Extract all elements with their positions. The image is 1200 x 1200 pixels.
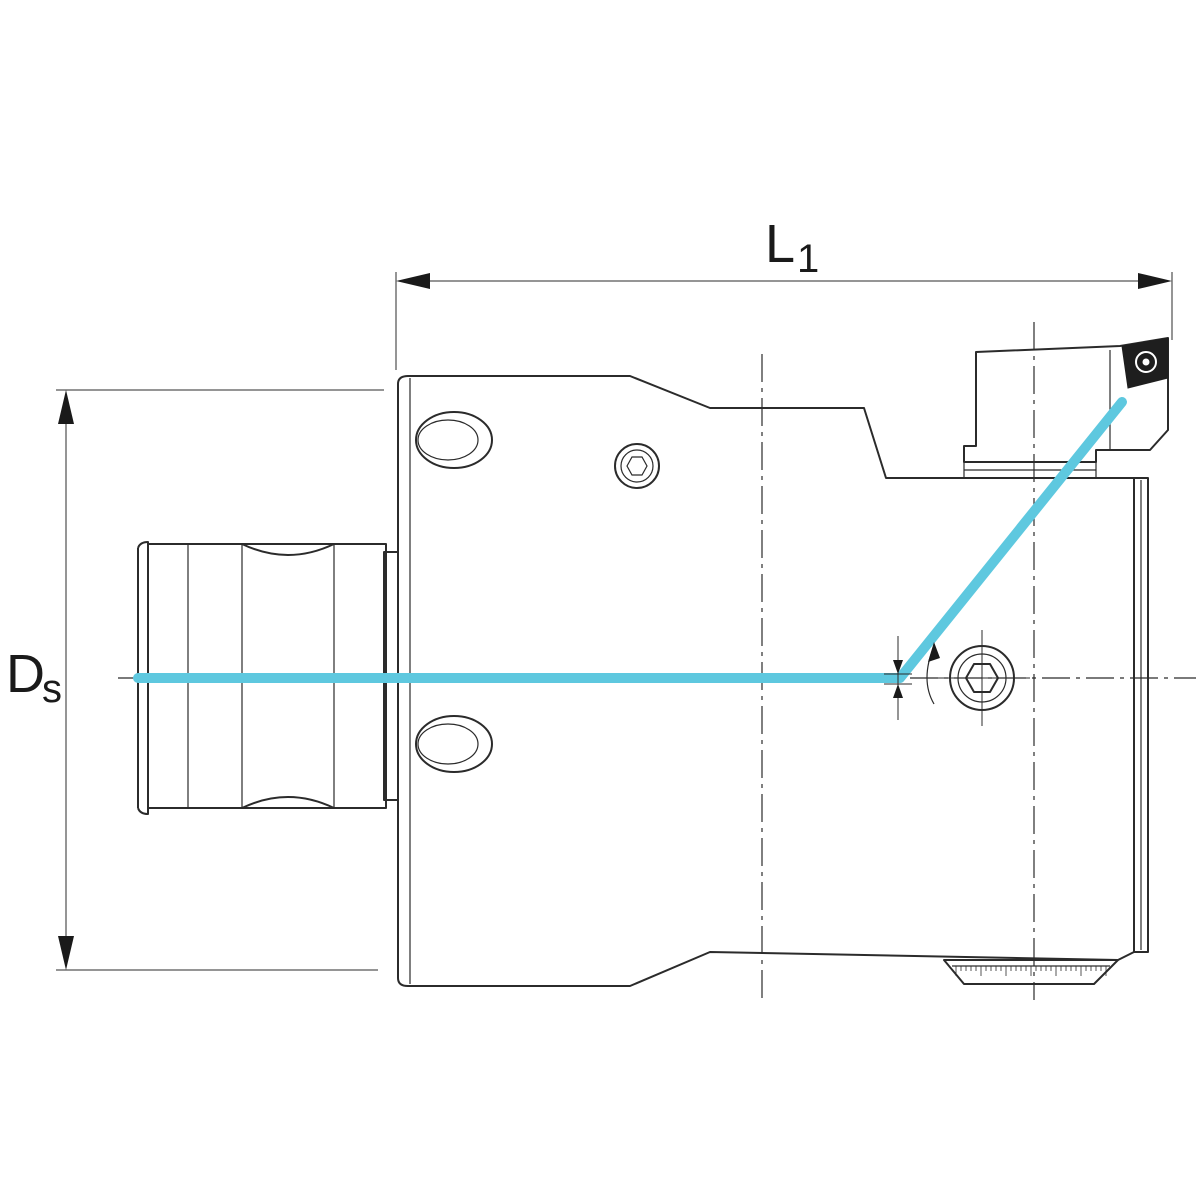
- arrow-down-icon: [58, 936, 74, 970]
- length-label: L: [765, 214, 795, 274]
- center-lines: [118, 322, 1196, 1000]
- offset-dimension: [884, 636, 940, 720]
- diameter-label: D: [6, 644, 45, 704]
- diameter-dimension: D s: [6, 389, 384, 971]
- diameter-label-sub: s: [42, 667, 62, 711]
- length-dimension: L 1: [395, 214, 1173, 370]
- angle-arrow-icon: [928, 642, 940, 662]
- indexable-insert-icon: [1121, 337, 1169, 389]
- arrow-down-small-icon: [893, 660, 903, 674]
- arrow-up-icon: [58, 390, 74, 424]
- adjustment-scale: [943, 959, 1119, 985]
- cutting-path: [133, 397, 1127, 683]
- arrow-left-icon: [396, 273, 430, 289]
- upper-hole: [415, 411, 493, 469]
- arrow-right-icon: [1138, 273, 1172, 289]
- arrow-up-small-icon: [893, 684, 903, 698]
- length-label-sub: 1: [797, 237, 819, 281]
- tool-holder: [963, 337, 1169, 479]
- hex-socket-screw-icon: [614, 443, 660, 489]
- lower-hole: [415, 715, 493, 773]
